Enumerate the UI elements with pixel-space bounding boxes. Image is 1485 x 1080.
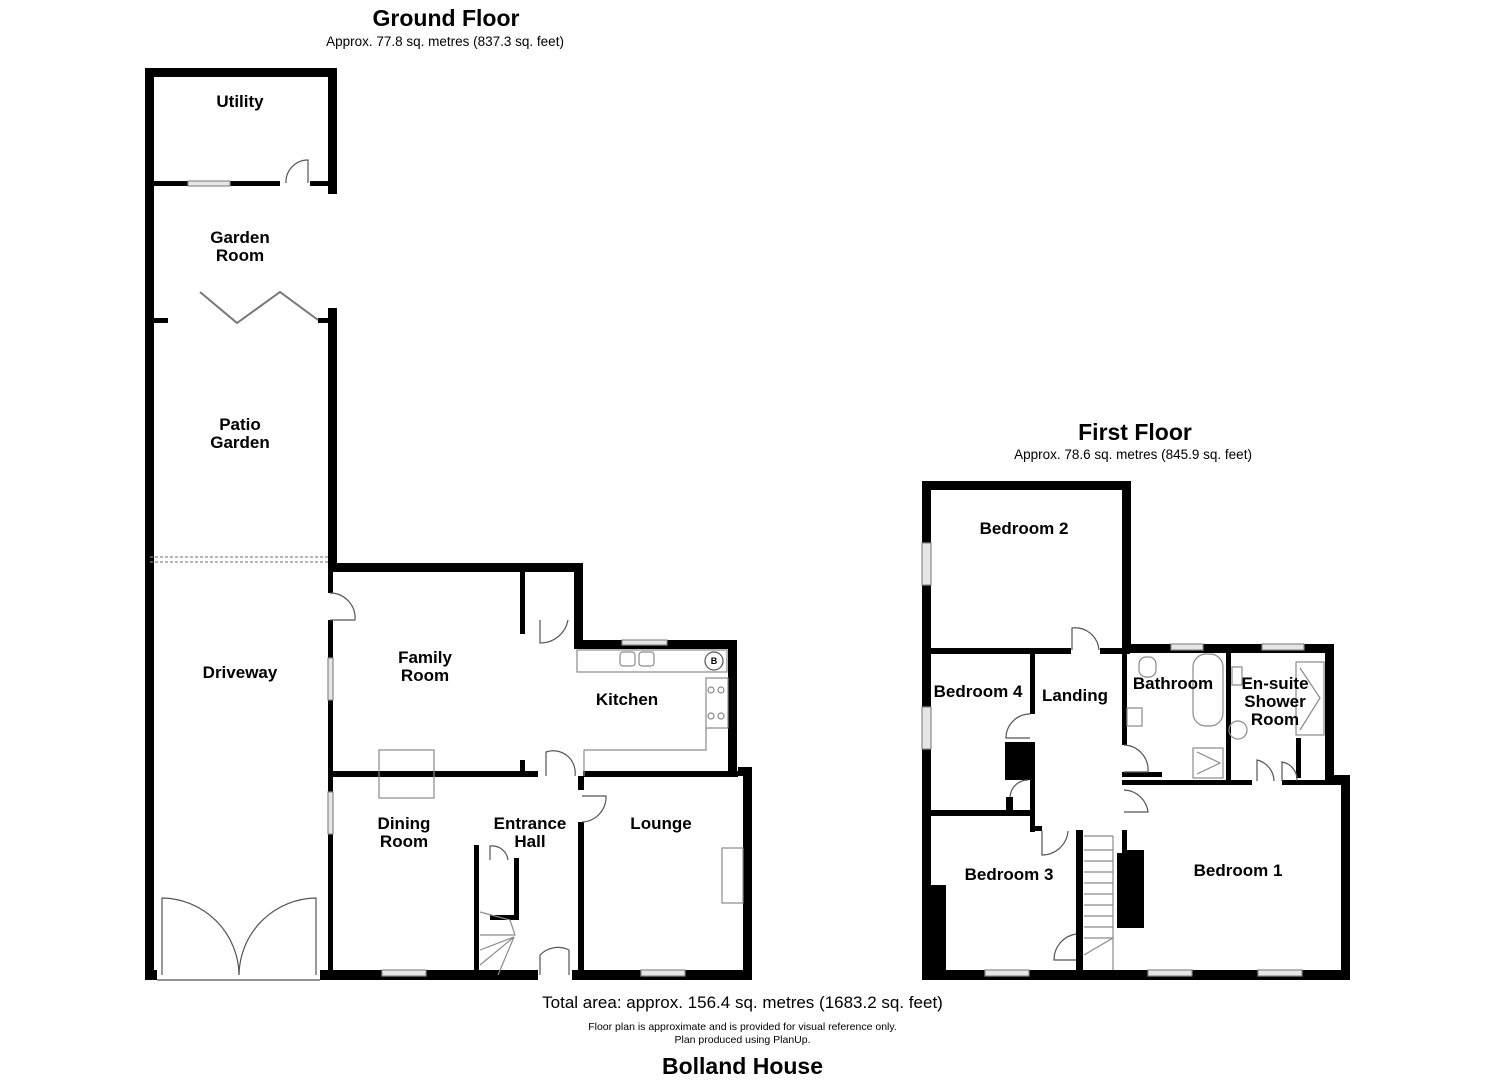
room-label-family-room: Family Room xyxy=(398,648,452,685)
room-label-kitchen: Kitchen xyxy=(595,690,659,709)
property-name: Bolland House xyxy=(661,1053,823,1079)
ground-floor-walls xyxy=(145,68,752,980)
room-label-garden-room: Garden Room xyxy=(210,228,270,265)
room-label-driveway: Driveway xyxy=(202,663,278,682)
first-floor-area: Approx. 78.6 sq. metres (845.9 sq. feet) xyxy=(1014,447,1252,462)
first-floor-walls xyxy=(922,481,1350,980)
first-floor-title: First Floor xyxy=(1078,419,1192,445)
room-label-patio-garden: Patio Garden xyxy=(210,415,270,452)
room-label-bathroom: Bathroom xyxy=(1132,674,1214,693)
first-floor-fixtures xyxy=(921,542,1325,977)
room-label-utility: Utility xyxy=(216,92,264,111)
room-label-bedroom-3: Bedroom 3 xyxy=(964,865,1054,884)
boiler-icon: B xyxy=(710,656,718,666)
ground-floor-title: Ground Floor xyxy=(372,5,520,31)
stair-treads xyxy=(1083,849,1114,956)
ground-floor-fixtures xyxy=(150,159,744,981)
room-label-dining-room: Dining Room xyxy=(377,814,431,851)
room-label-lounge: Lounge xyxy=(630,814,692,833)
disclaimer: Floor plan is approximate and is provide… xyxy=(588,1021,897,1033)
room-label-entrance-hall: Entrance Hall xyxy=(493,814,567,851)
room-label-bedroom-1: Bedroom 1 xyxy=(1193,861,1283,880)
room-label-bedroom-4: Bedroom 4 xyxy=(933,682,1023,701)
room-label-landing: Landing xyxy=(1041,686,1109,705)
room-label-ensuite-shower-room: En-suite Shower Room xyxy=(1241,674,1309,729)
total-area: Total area: approx. 156.4 sq. metres (16… xyxy=(542,993,943,1012)
ground-floor-area: Approx. 77.8 sq. metres (837.3 sq. feet) xyxy=(326,34,564,49)
produced-by: Plan produced using PlanUp. xyxy=(674,1034,811,1046)
room-label-bedroom-2: Bedroom 2 xyxy=(979,519,1069,538)
